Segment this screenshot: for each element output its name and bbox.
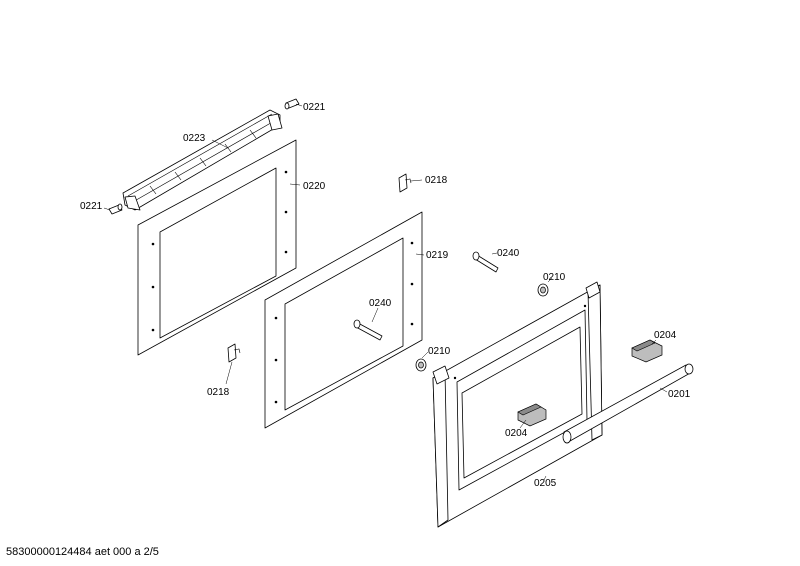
label-0240-center: 0240 [369,298,392,309]
part-0221-screw-left[interactable] [108,203,123,215]
part-0240-bolt-right[interactable] [472,251,499,273]
leader-lines [103,103,668,481]
label-0219: 0219 [426,250,449,261]
label-0204-right: 0204 [654,330,677,341]
drawing-reference-number: 58300000124484 aet 000 a 2/5 [6,546,159,558]
part-0204-hinge-center[interactable] [517,403,547,427]
label-0210-left: 0210 [428,346,451,357]
label-0221-top: 0221 [303,102,326,113]
label-0240-right: 0240 [497,248,520,259]
label-0210-right: 0210 [543,272,566,283]
part-0218-clip-bottom[interactable] [227,343,241,363]
label-0221-left: 0221 [80,201,103,212]
label-0205: 0205 [534,478,557,489]
part-0210-cap-right[interactable] [537,283,549,297]
label-0218-top: 0218 [425,175,448,186]
part-0204-hinge-right[interactable] [631,339,663,363]
part-0210-cap-left[interactable] [415,358,427,372]
label-0223: 0223 [183,133,206,144]
part-0218-clip-top[interactable] [398,173,412,193]
label-0218-bottom: 0218 [207,387,230,398]
part-0221-screw-top[interactable] [284,98,300,110]
part-labels: 0221 0223 0221 0220 0218 0219 0240 0210 … [80,102,691,489]
label-0204-center: 0204 [505,428,528,439]
part-0201-handle-bar[interactable] [562,363,694,444]
label-0201: 0201 [668,389,691,400]
part-0205-door-frame[interactable] [432,281,603,528]
part-0223-trim-strip[interactable] [122,109,283,211]
label-0220: 0220 [303,181,326,192]
part-0240-bolt-center[interactable] [353,319,383,341]
part-0220-glass-panel[interactable] [137,139,297,356]
part-0219-glass-panel[interactable] [264,211,423,429]
